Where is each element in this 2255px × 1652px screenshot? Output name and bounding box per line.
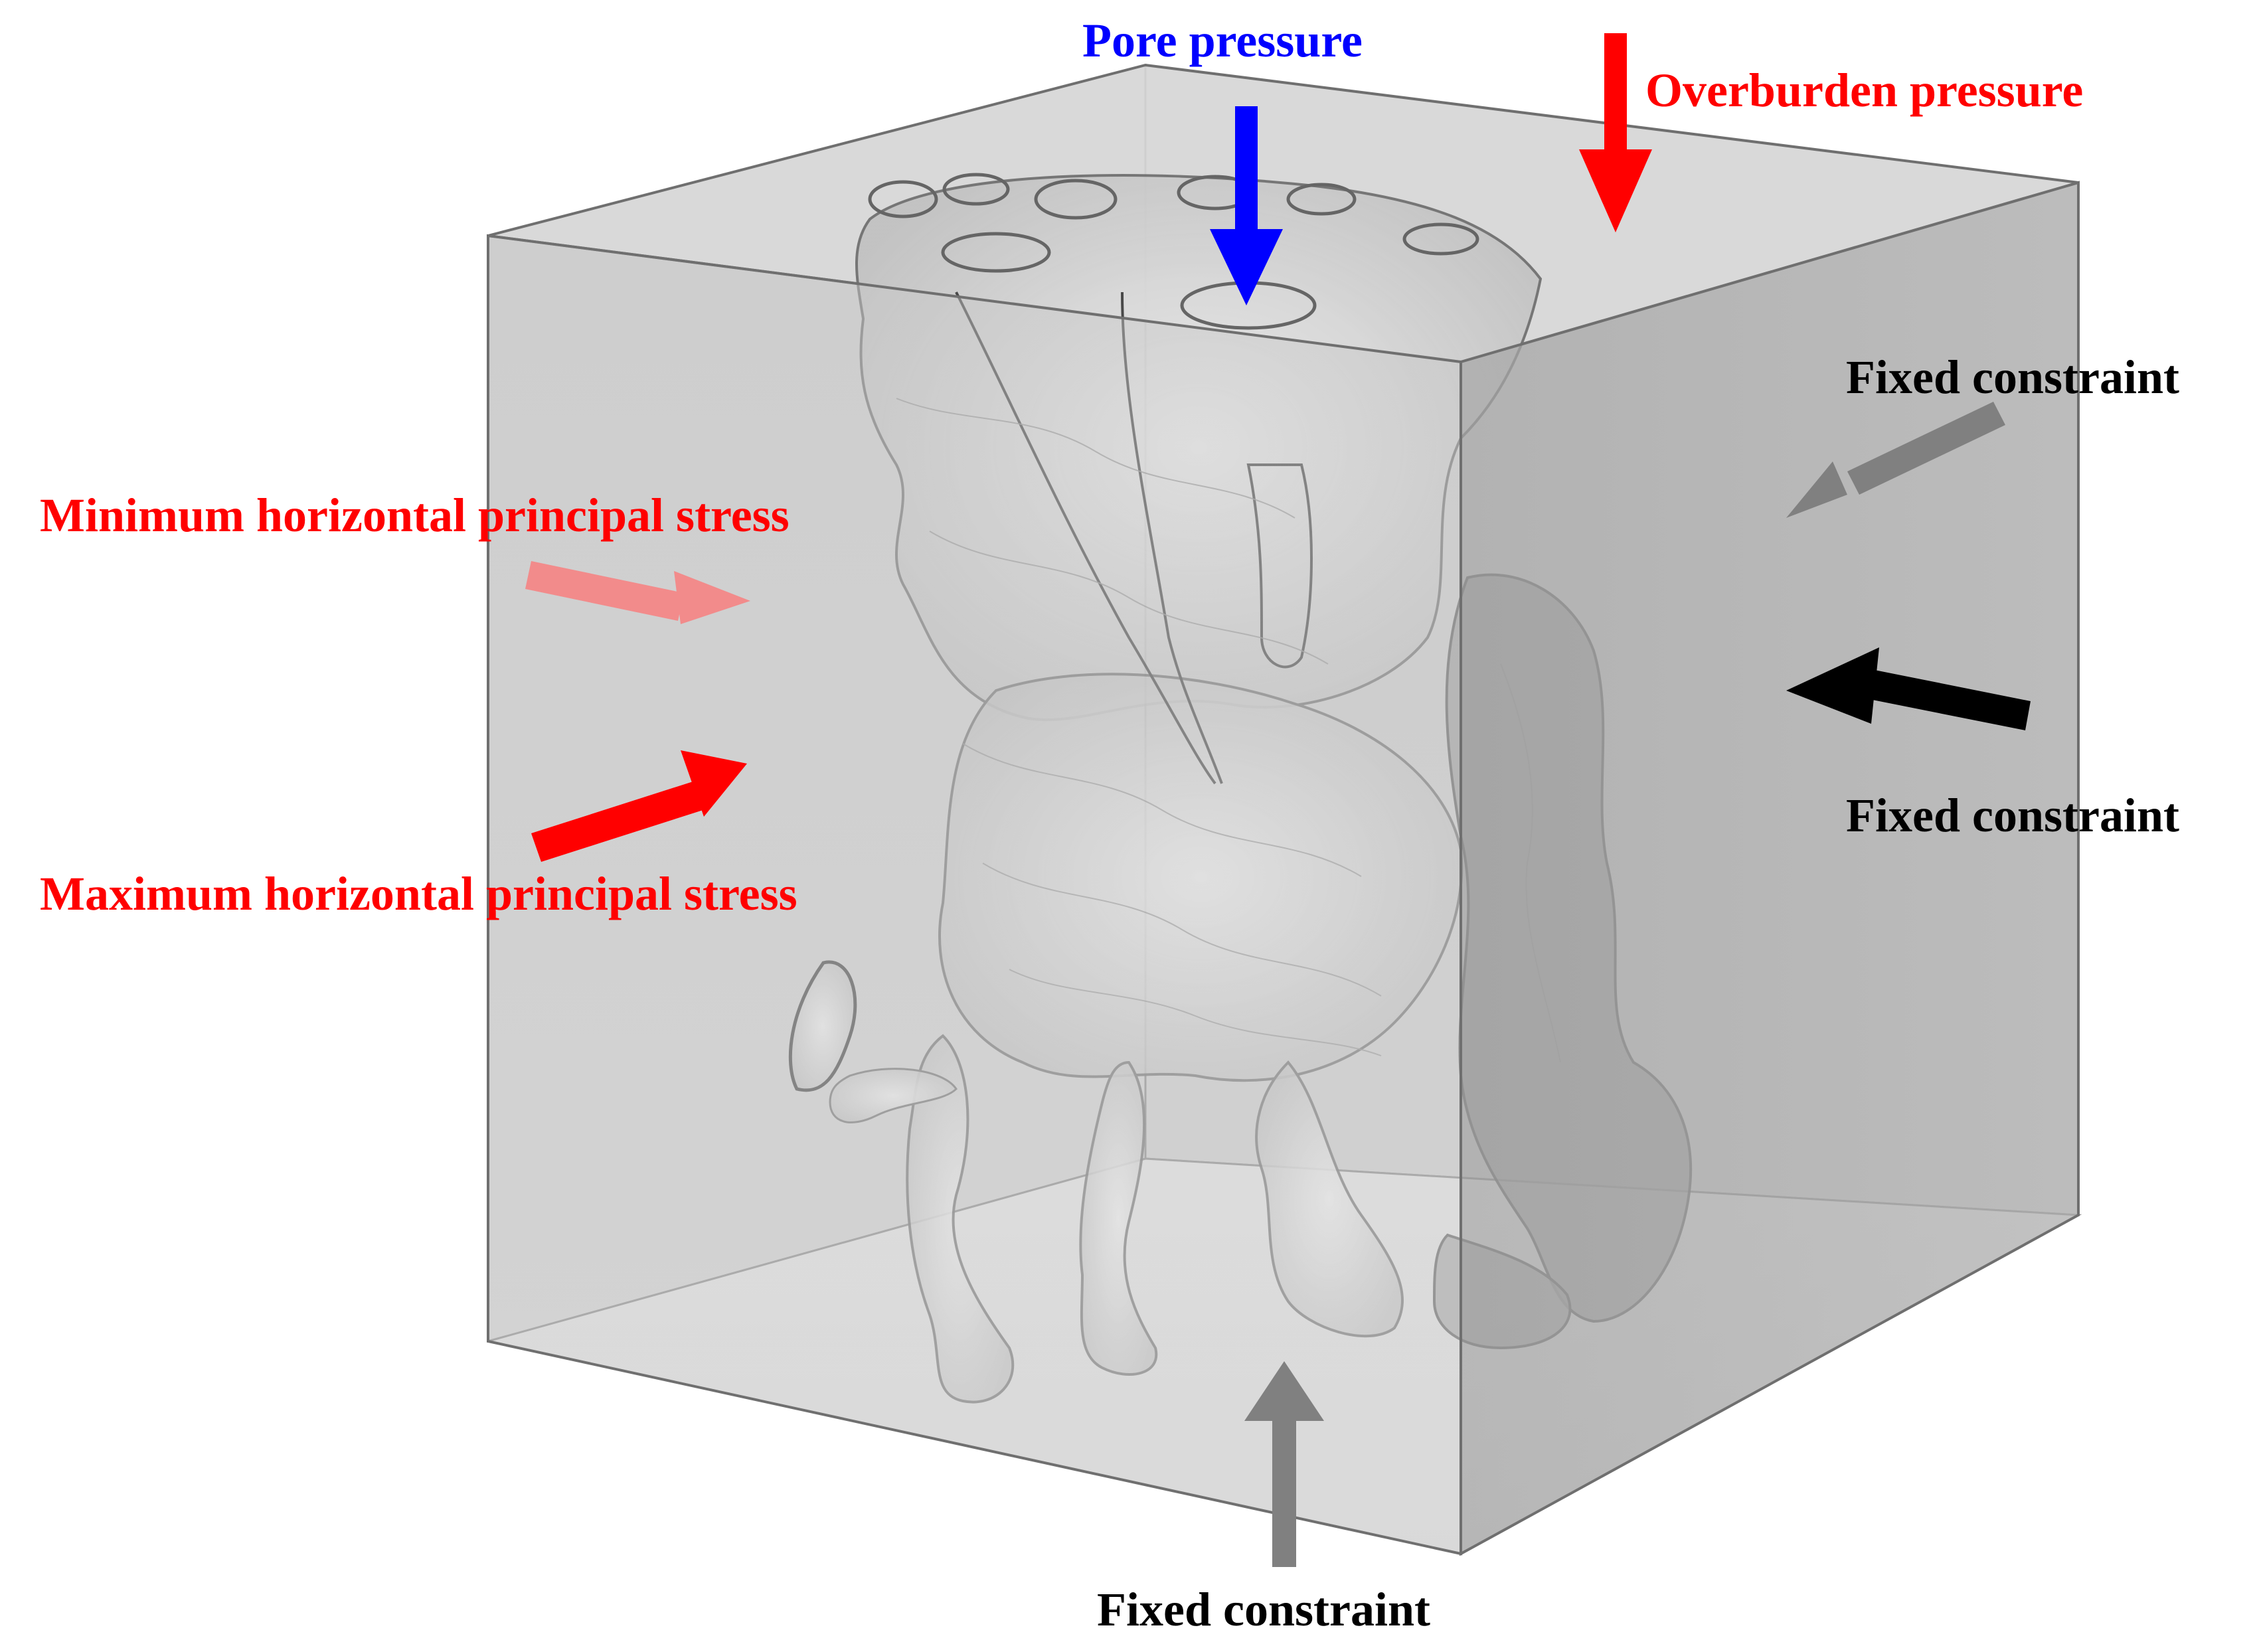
fixed-constraint-bottom-arrow	[1244, 1361, 1324, 1567]
maximum-horizontal-stress-arrow	[531, 750, 747, 862]
fixed-constraint-right-bottom-label: Fixed constraint	[1846, 789, 2179, 842]
pore-pressure-arrow	[1210, 106, 1283, 305]
minimum-horizontal-stress-label: Minimum horizontal principal stress	[40, 489, 790, 542]
overburden-pressure-arrow	[1579, 33, 1652, 232]
minimum-horizontal-stress-arrow	[525, 561, 750, 624]
cube-right-face	[1460, 181, 2080, 1556]
maximum-horizontal-stress-label: Maximum horizontal principal stress	[40, 867, 797, 920]
fixed-constraint-right-top-arrow	[1786, 402, 2005, 518]
fixed-constraint-bottom-label: Fixed constraint	[1097, 1583, 1430, 1636]
pore-pressure-label: Pore pressure	[1082, 14, 1363, 67]
fixed-constraint-right-top-label: Fixed constraint	[1846, 351, 2179, 404]
fixed-constraint-right-bottom-arrow	[1786, 647, 2031, 730]
overburden-pressure-label: Overburden pressure	[1645, 64, 2083, 117]
rock-cube	[487, 63, 2082, 1556]
